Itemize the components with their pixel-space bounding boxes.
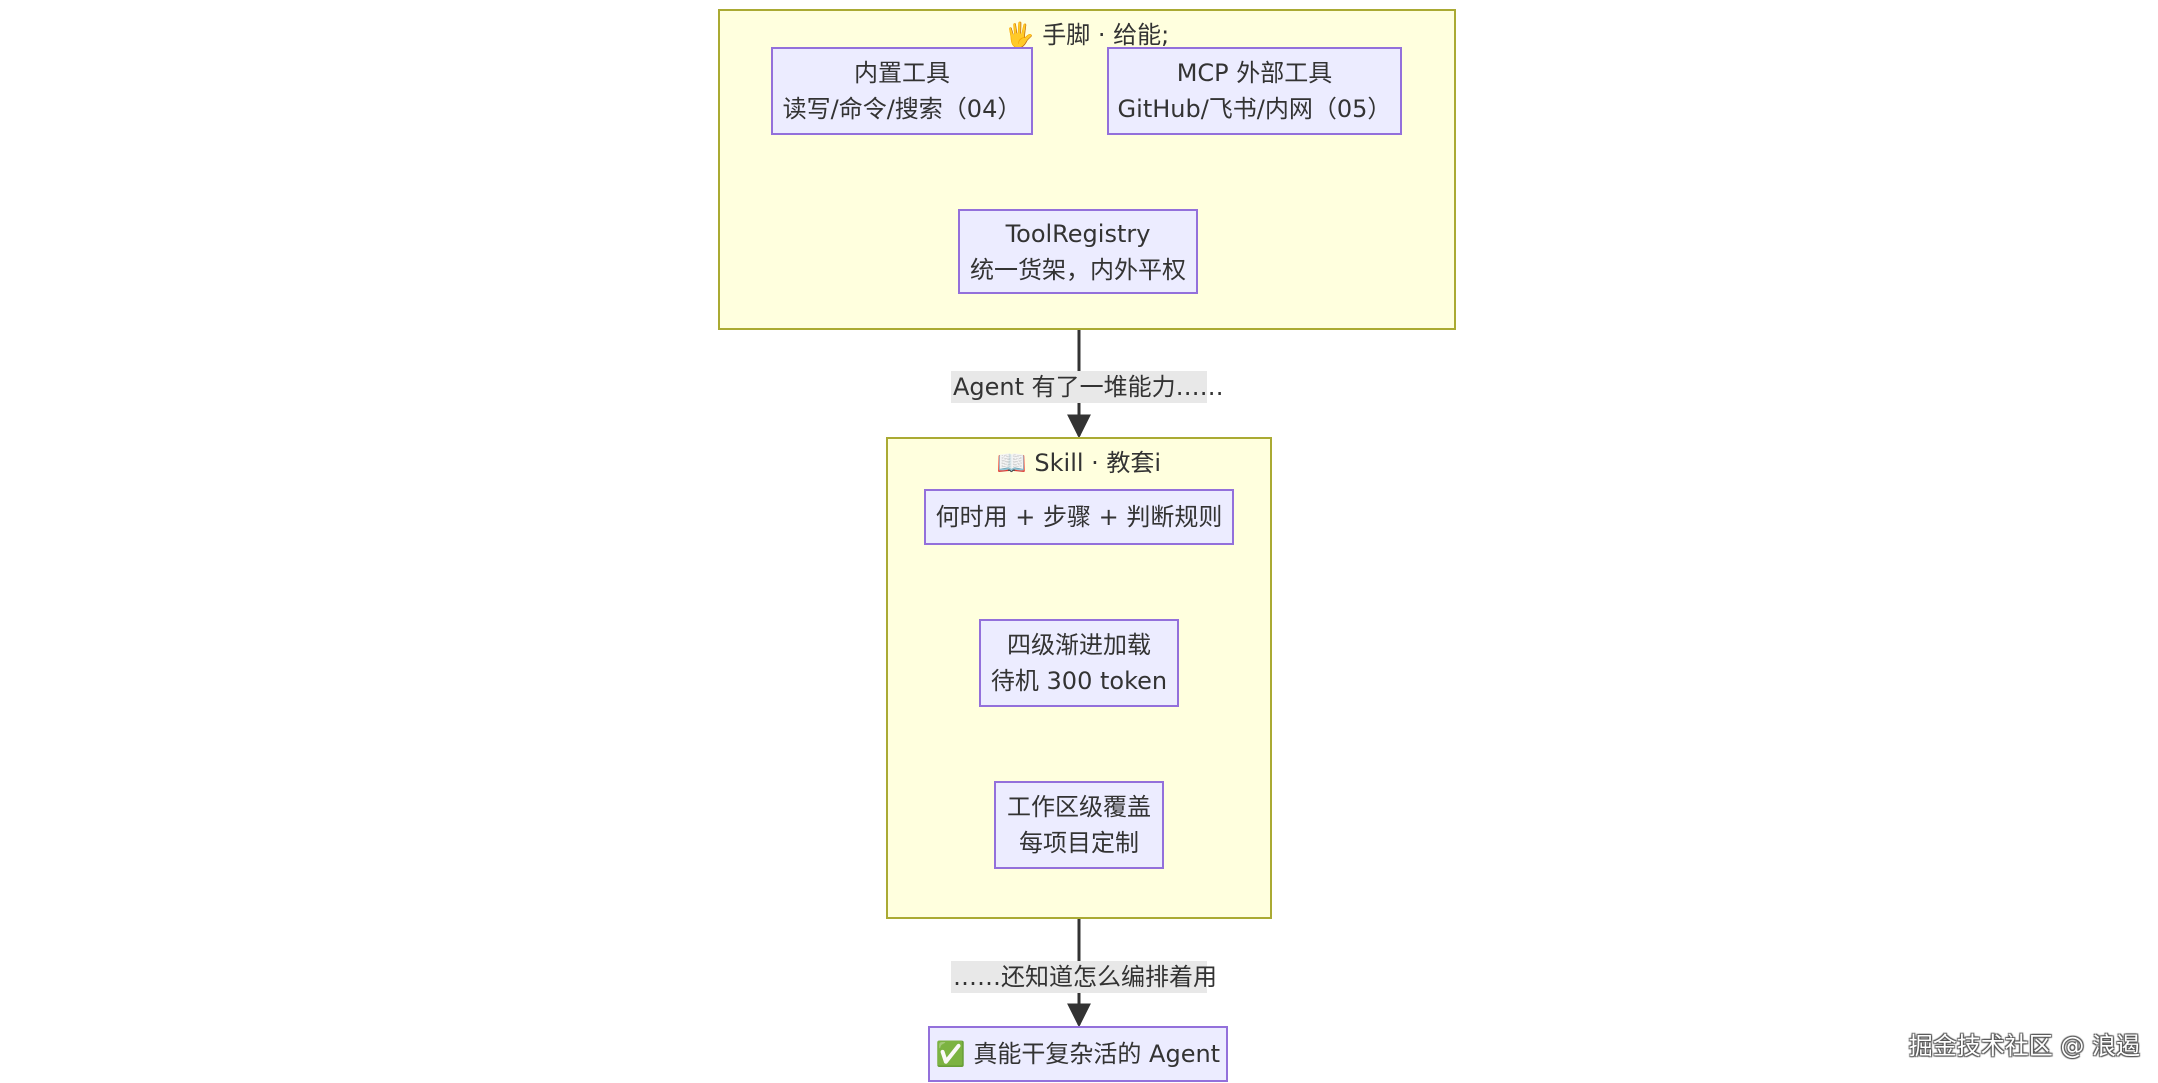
node-tool-registry[interactable]: ToolRegistry 统一货架，内外平权	[958, 209, 1198, 294]
cluster-skill-title: 📖 Skill · 教套i	[996, 449, 1162, 477]
node-when-steps-rules[interactable]: 何时用 + 步骤 + 判断规则	[924, 489, 1234, 545]
node-mcp-tools-line1: MCP 外部工具	[1176, 59, 1333, 87]
node-tool-registry-line2: 统一货架，内外平权	[970, 255, 1186, 284]
node-mcp-tools[interactable]: MCP 外部工具 GitHub/飞书/内网（05）	[1107, 47, 1402, 135]
node-tool-registry-line1: ToolRegistry	[1005, 219, 1151, 248]
node-capable-agent[interactable]: ✅ 真能干复杂活的 Agent	[928, 1026, 1228, 1082]
node-workspace-override-line2: 每项目定制	[1019, 829, 1139, 857]
node-when-steps-rules-line1: 何时用 + 步骤 + 判断规则	[935, 503, 1223, 531]
node-workspace-override-line1: 工作区级覆盖	[1007, 793, 1151, 821]
node-four-level-loading[interactable]: 四级渐进加载 待机 300 token	[979, 619, 1179, 707]
node-capable-agent-line1: ✅ 真能干复杂活的 Agent	[935, 1040, 1221, 1068]
watermark-text: 掘金技术社区 @ 浪遏	[1908, 1032, 2140, 1060]
edge-label-orchestration: ……还知道怎么编排着用	[951, 961, 1217, 993]
node-builtin-tools[interactable]: 内置工具 读写/命令/搜索（04）	[771, 47, 1033, 135]
edge-label-capabilities: Agent 有了一堆能力……	[951, 371, 1224, 403]
node-builtin-tools-line1: 内置工具	[854, 59, 950, 87]
node-mcp-tools-line2: GitHub/飞书/内网（05）	[1117, 95, 1392, 123]
node-four-level-loading-line1: 四级渐进加载	[1007, 631, 1151, 659]
node-builtin-tools-line2: 读写/命令/搜索（04）	[782, 95, 1022, 123]
node-four-level-loading-line2: 待机 300 token	[990, 667, 1168, 695]
cluster-tools-title: 🖐️ 手脚 · 给能;	[1004, 21, 1170, 49]
node-workspace-override[interactable]: 工作区级覆盖 每项目定制	[994, 781, 1164, 869]
